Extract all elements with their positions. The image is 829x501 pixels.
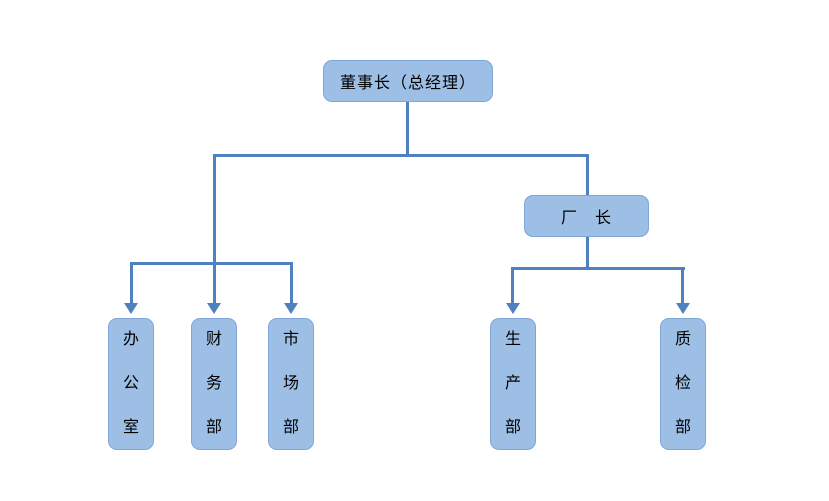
connector-to-production [511, 267, 514, 307]
node-chairman[interactable]: 董事长（总经理） [323, 60, 493, 102]
connector-factory-stem [586, 237, 589, 270]
connector-to-factory-director [586, 154, 589, 197]
node-finance-label: 财 务 部 [205, 331, 222, 436]
node-quality-label: 质 检 部 [674, 331, 691, 436]
node-chairman-label: 董事长（总经理） [339, 75, 476, 92]
down-arrow-icon [506, 303, 520, 314]
node-market[interactable]: 市 场 部 [268, 318, 314, 450]
node-finance[interactable]: 财 务 部 [191, 318, 237, 450]
connector-to-market [290, 262, 293, 306]
down-arrow-icon [207, 303, 221, 314]
node-market-label: 市 场 部 [282, 331, 299, 436]
node-production-label: 生 产 部 [504, 331, 521, 436]
node-office-label: 办 公 室 [122, 331, 139, 436]
connector-to-quality [681, 267, 684, 307]
down-arrow-icon [124, 303, 138, 314]
connector-left-horizontal [130, 262, 293, 265]
node-production[interactable]: 生 产 部 [490, 318, 536, 450]
node-factory-director[interactable]: 厂 长 [524, 195, 649, 237]
down-arrow-icon [676, 303, 690, 314]
node-factory-director-label: 厂 长 [560, 210, 612, 227]
connector-chairman-stem [406, 101, 409, 155]
down-arrow-icon [284, 303, 298, 314]
connector-left-branch-stem [213, 154, 216, 306]
node-quality[interactable]: 质 检 部 [660, 318, 706, 450]
node-office[interactable]: 办 公 室 [108, 318, 154, 450]
connector-level1-horizontal [213, 154, 589, 157]
connector-to-office [130, 262, 133, 306]
connector-right-horizontal [512, 267, 685, 270]
